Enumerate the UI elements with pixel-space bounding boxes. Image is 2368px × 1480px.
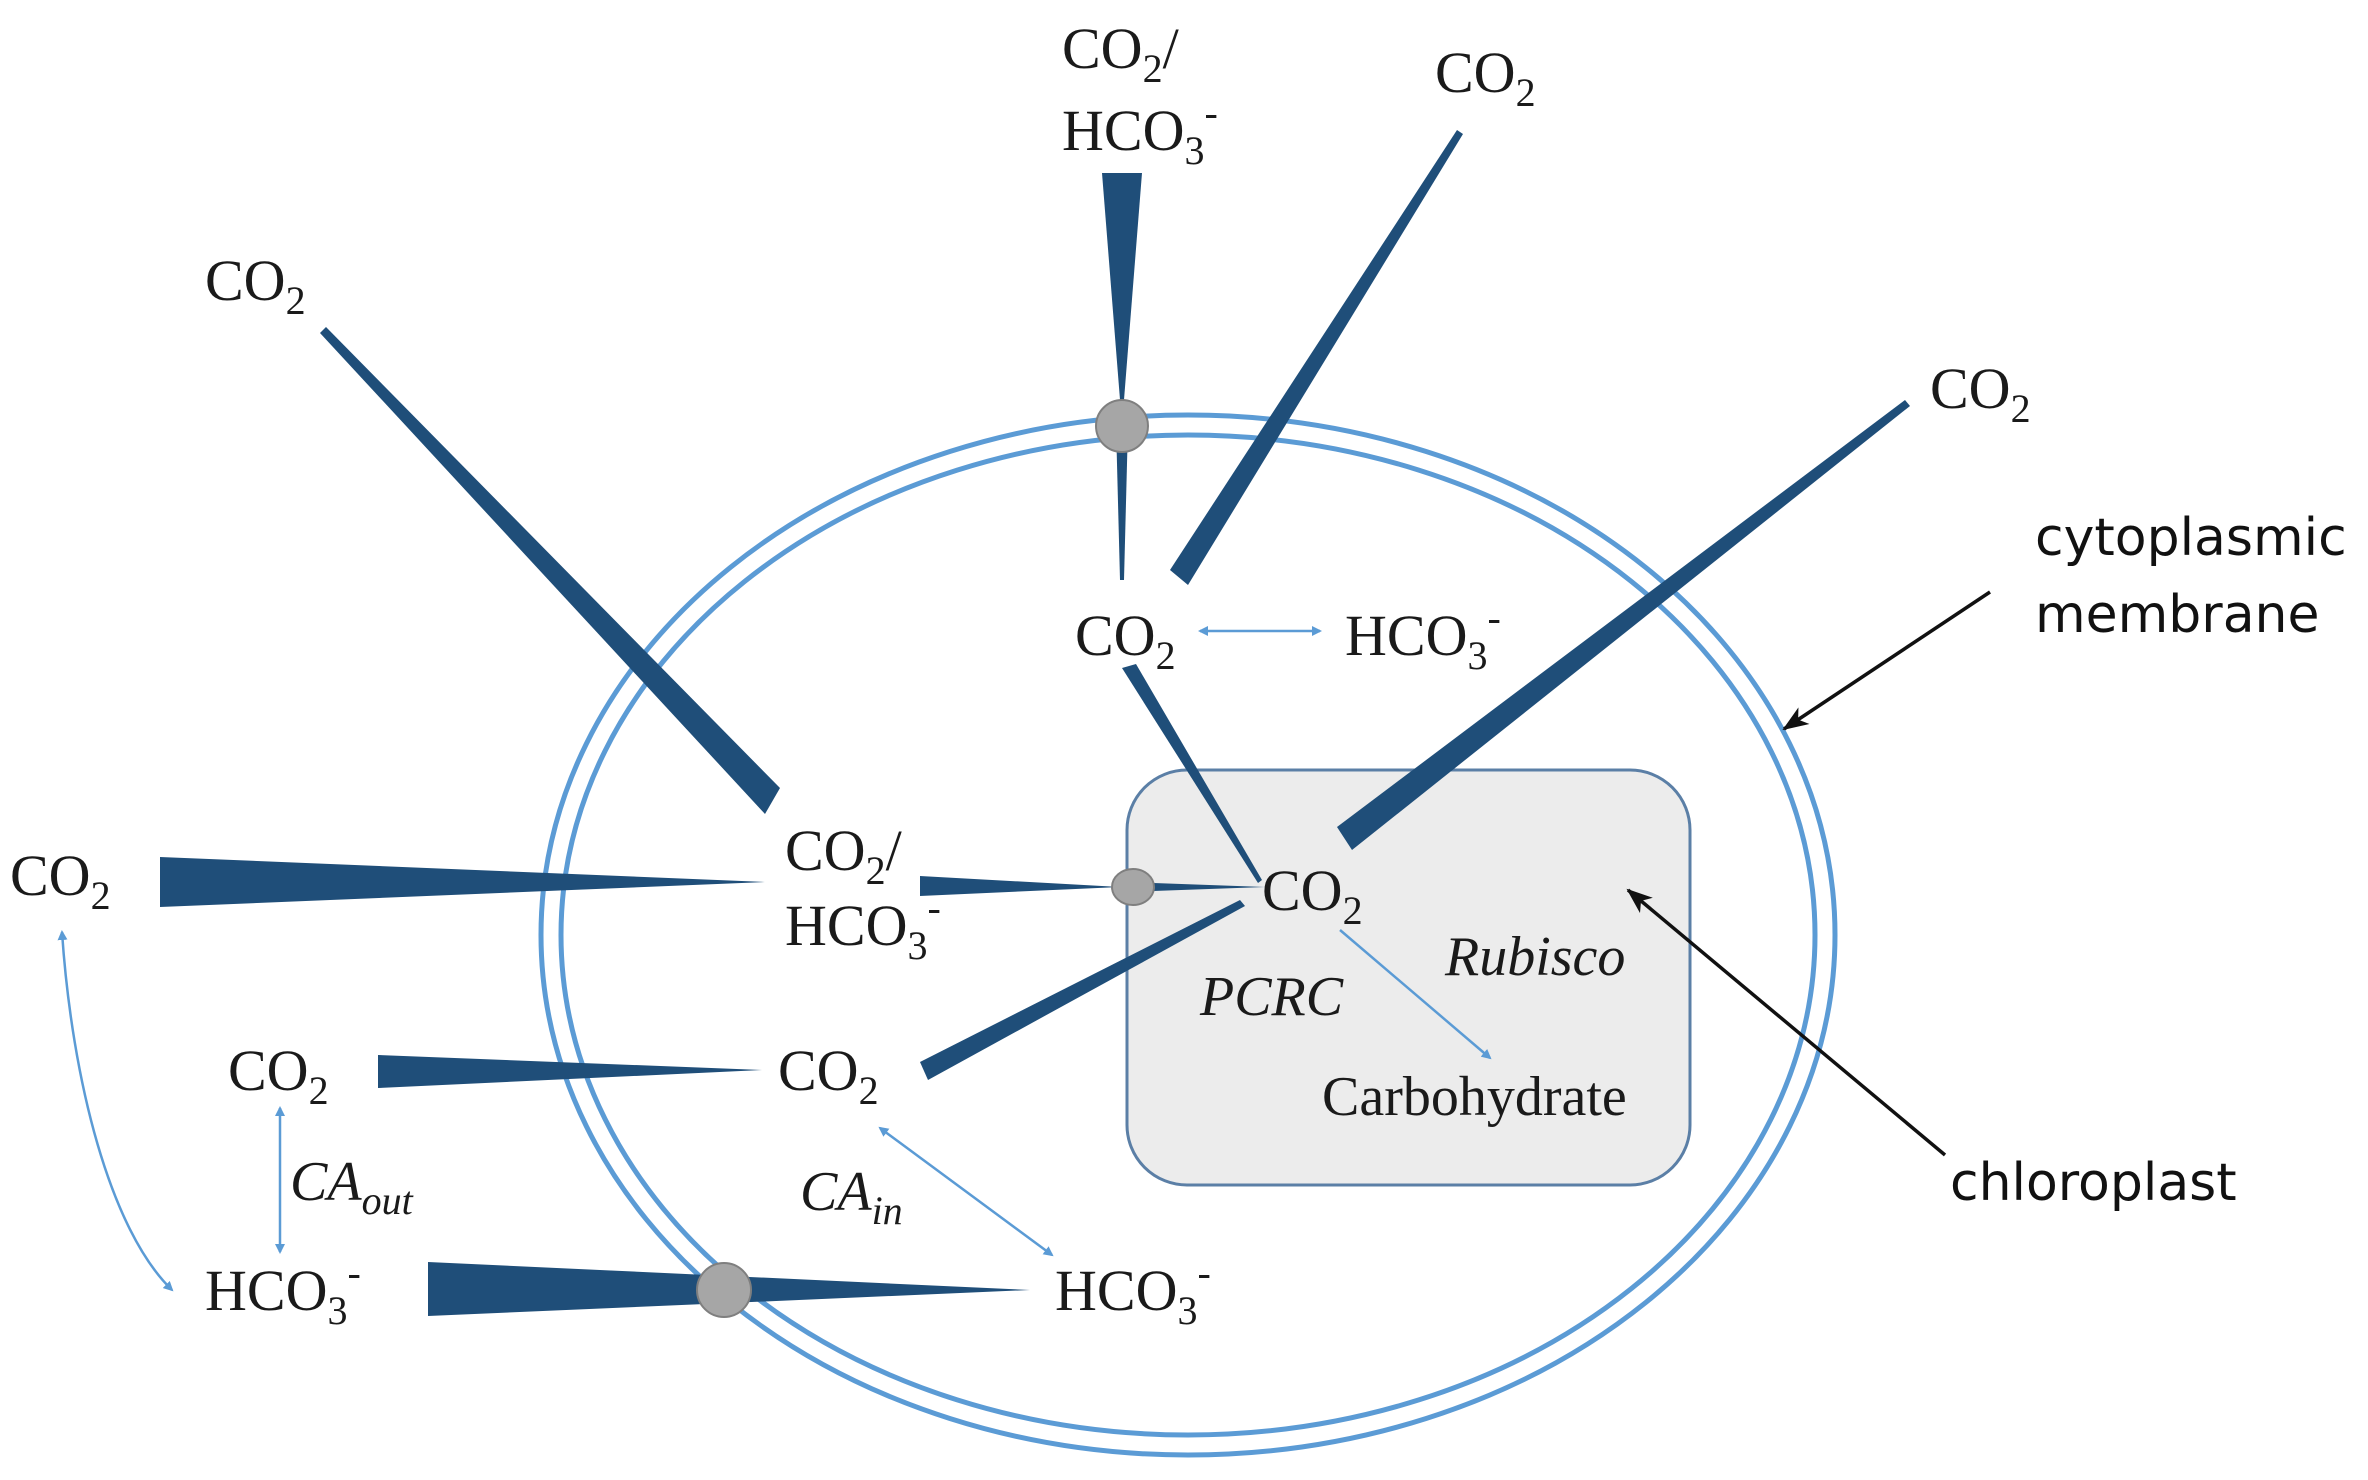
eq-arrow-outer-loop — [57, 930, 174, 1292]
flux-co2-right-efflux — [1337, 400, 1910, 850]
ca-in-label: CAin — [800, 1161, 903, 1233]
ca-out-label: CAout — [290, 1151, 414, 1223]
flux-transporter-to-chloroplast-co2 — [1125, 882, 1265, 892]
chloroplast-label: chloroplast — [1950, 1153, 2237, 1213]
equilibrium-arrows — [57, 626, 1492, 1292]
inner-membrane — [558, 432, 1818, 1438]
transporter-top — [1095, 399, 1149, 453]
co2-chloroplast-label: CO2 — [1262, 858, 1363, 933]
co2-left-outer-label: CO2 — [10, 843, 111, 918]
flux-chloroplast-co2-leak — [920, 900, 1245, 1080]
hco3-cytosol-top-label: HCO3- — [1345, 595, 1501, 678]
co2-lower-inner-label: CO2 — [778, 1038, 879, 1113]
chloroplast-box — [1125, 768, 1692, 1187]
carbohydrate-label: Carbohydrate — [1322, 1066, 1627, 1128]
co2-hco3-top-label-line1: CO2/ — [1062, 16, 1180, 91]
transporter-bottom — [696, 1262, 752, 1318]
co2-top-right-label: CO2 — [1930, 356, 2031, 431]
flux-cytosol-co2-efflux-top — [1170, 130, 1463, 585]
transporter-chloroplast — [1111, 868, 1155, 906]
hco3-bottom-outer-label: HCO3- — [205, 1250, 361, 1333]
enzyme-labels: Rubisco PCRC CAout CAin — [290, 926, 1625, 1233]
co2-lower-outer-label: CO2 — [228, 1038, 329, 1113]
flux-co2-left-outer-influx — [160, 857, 765, 907]
pointer-cytoplasmic-membrane — [1782, 590, 1991, 731]
co2-cytosol-top-label: CO2 — [1075, 603, 1176, 678]
co2-hco3-top-label-line2: HCO3- — [1062, 90, 1218, 173]
cytoplasmic-membrane-label-line2: membrane — [2035, 585, 2320, 645]
hco3-bottom-inner-label: HCO3- — [1055, 1250, 1211, 1333]
structure-labels: cytoplasmic membrane chloroplast — [1950, 508, 2347, 1213]
flux-cytosol-co2-to-chloroplast — [1122, 664, 1262, 883]
flux-co2-upper-left-influx — [320, 327, 780, 814]
rubisco-label: Rubisco — [1444, 926, 1625, 988]
pointer-chloroplast — [1626, 888, 1947, 1157]
flux-co2-hco3-top-influx — [1102, 173, 1142, 425]
eq-arrow-ca-in — [878, 1126, 1054, 1257]
flux-co2-lower-influx — [378, 1055, 762, 1088]
arrow-co2-to-carbohydrate — [1339, 929, 1492, 1060]
co2-hco3-left-label-line1: CO2/ — [785, 818, 903, 893]
flux-left-into-transporter — [920, 876, 1120, 896]
co2-top-mid-label: CO2 — [1435, 40, 1536, 115]
co2-top-left-label: CO2 — [205, 248, 306, 323]
species-labels: CO2 CO2/ HCO3- CO2 CO2 CO2 HCO3- CO2 CO2… — [10, 16, 2031, 1333]
pcrc-label: PCRC — [1199, 966, 1344, 1028]
outer-membrane — [538, 412, 1838, 1458]
co2-hco3-left-label-line2: HCO3- — [785, 885, 941, 968]
cytoplasmic-membrane-label-line1: cytoplasmic — [2035, 508, 2347, 568]
flux-top-transporter-to-cytosol — [1116, 425, 1128, 580]
